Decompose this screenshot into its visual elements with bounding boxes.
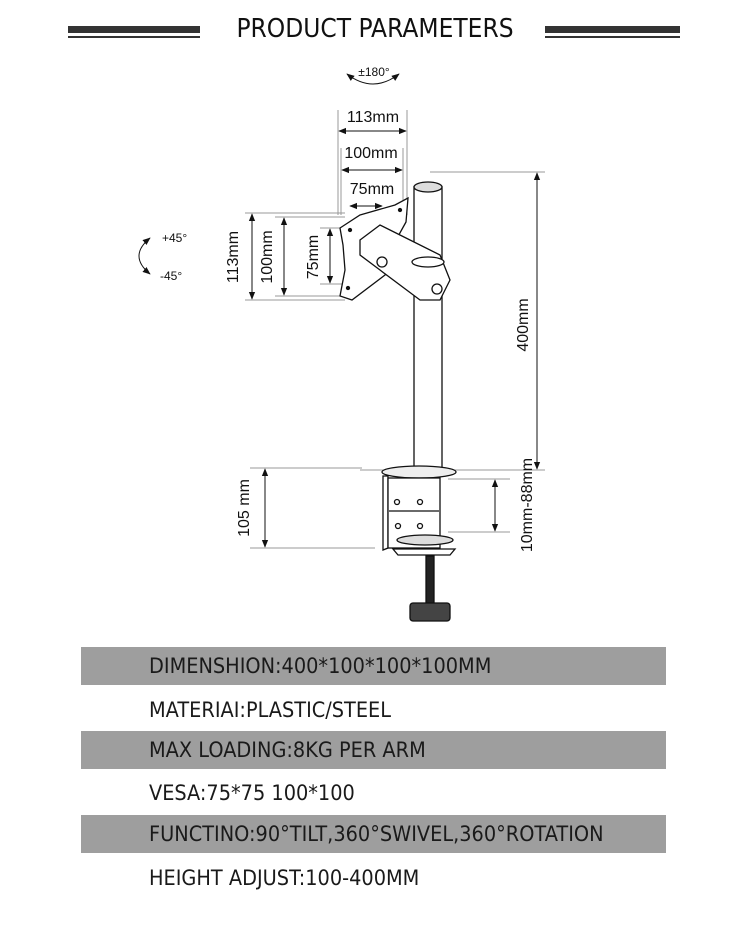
header-rule-left-thin xyxy=(68,36,200,38)
height-75-label: 75mm xyxy=(305,235,322,279)
desk-thickness-dimension xyxy=(448,478,510,533)
spec-row-vesa: VESA:75*75 100*100 xyxy=(81,774,666,812)
page-title: PRODUCT PARAMETERS xyxy=(236,14,514,44)
spec-text: HEIGHT ADJUST:100-400MM xyxy=(149,866,420,890)
tilt-down-label: -45° xyxy=(160,269,182,283)
spec-text: DIMENSHION:400*100*100*100MM xyxy=(149,654,492,678)
spec-text: VESA:75*75 100*100 xyxy=(149,781,355,805)
desk-thickness-label: 10mm-88mm xyxy=(519,458,536,552)
spec-row-function: FUNCTINO:90°TILT,360°SWIVEL,360°ROTATION xyxy=(81,815,666,853)
monitor-arm-diagram: ±180° +45° -45° 113mm 100mm 75mm 113mm 1… xyxy=(138,65,545,622)
pole-height-label: 400mm xyxy=(515,298,532,351)
spec-row-material: MATERIAI:PLASTIC/STEEL xyxy=(81,691,666,729)
width-dimensions xyxy=(337,110,408,215)
spec-row-max-loading: MAX LOADING:8KG PER ARM xyxy=(81,731,666,769)
spec-row-height-adjust: HEIGHT ADJUST:100-400MM xyxy=(81,859,666,897)
width-113-label: 113mm xyxy=(347,109,399,126)
width-100-label: 100mm xyxy=(344,145,397,162)
height-113-label: 113mm xyxy=(225,231,242,283)
swivel-rotation-icon: ±180° xyxy=(346,65,400,85)
vesa-plate xyxy=(339,196,451,301)
spec-text: MATERIAI:PLASTIC/STEEL xyxy=(149,698,392,722)
clamp-height-dimension xyxy=(250,467,375,549)
spec-text: MAX LOADING:8KG PER ARM xyxy=(149,738,426,762)
spec-row-dimension: DIMENSHION:400*100*100*100MM xyxy=(81,647,666,685)
width-75-label: 75mm xyxy=(350,181,394,198)
height-dimensions xyxy=(245,212,345,301)
swivel-label: ±180° xyxy=(358,65,390,79)
desk-clamp xyxy=(381,465,457,622)
height-100-label: 100mm xyxy=(259,230,276,283)
tilt-rotation-icon: +45° -45° xyxy=(138,231,187,283)
clamp-height-label: 105 mm xyxy=(236,479,253,537)
pole xyxy=(413,181,443,473)
tilt-up-label: +45° xyxy=(162,231,187,245)
header-rule-left-thick xyxy=(68,26,200,33)
header-rule-right-thin xyxy=(545,36,680,38)
spec-text: FUNCTINO:90°TILT,360°SWIVEL,360°ROTATION xyxy=(149,822,604,846)
header-rule-right-thick xyxy=(545,26,680,33)
